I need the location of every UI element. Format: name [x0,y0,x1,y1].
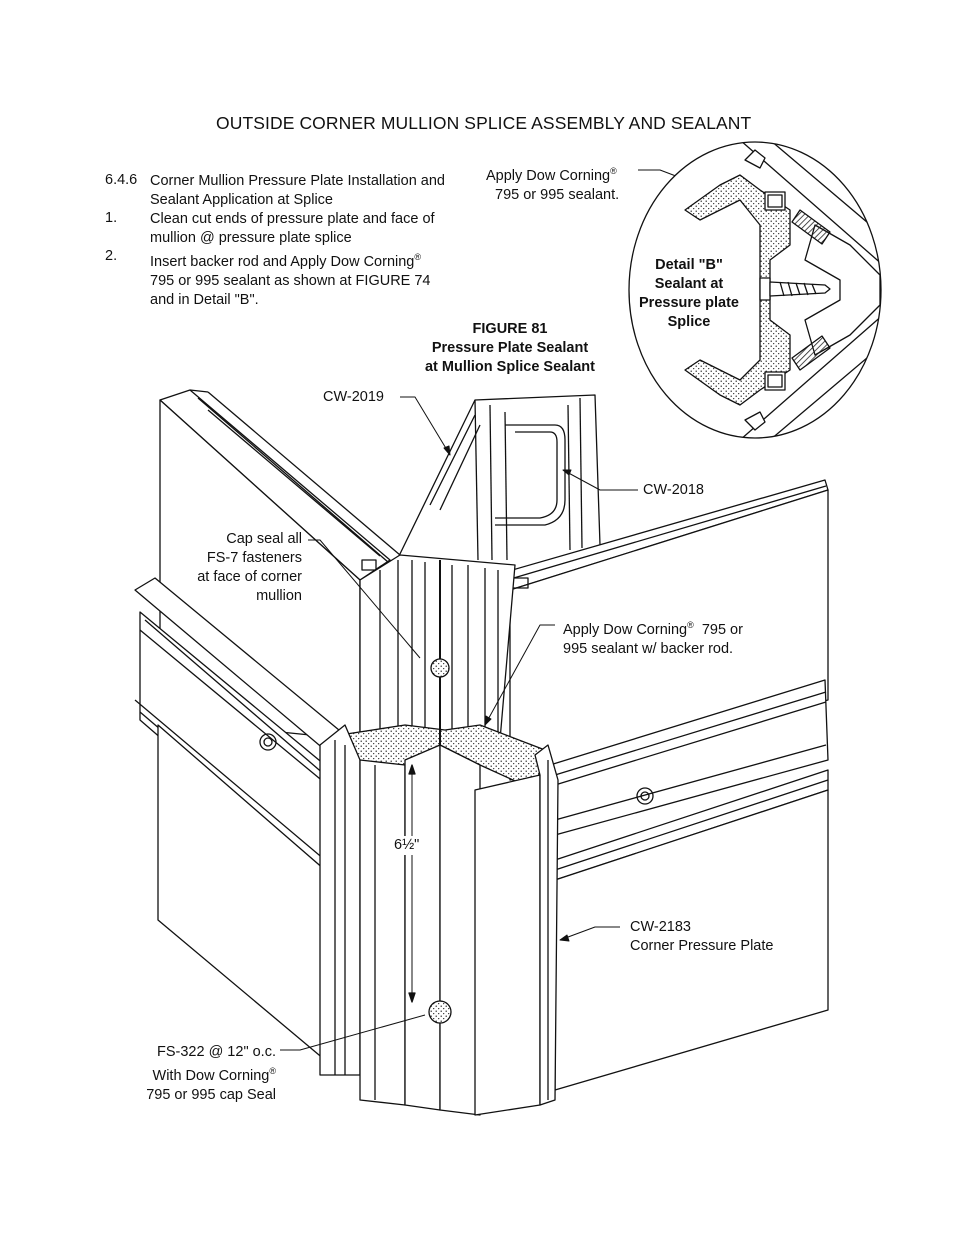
callout-cw2183: CW-2183 Corner Pressure Plate [630,918,773,956]
callout-backer-line1b: 795 or [701,621,743,638]
fs322-capseal-icon [428,1000,452,1024]
step-2-line1-text: Insert backer rod and Apply Dow Corning [150,253,415,270]
detail-b-line4: Splice [667,314,711,330]
callout-backer-line1: Apply Dow Corning [563,621,688,638]
step-1-text: Clean cut ends of pressure plate and fac… [150,210,435,248]
step-1-number: 1. [105,210,118,226]
callout-backer-line2: 995 sealant w/ backer rod. [563,640,734,657]
callout-capseal-line2: FS-7 fasteners [206,550,302,566]
detail-b-line1: Detail "B" [655,257,723,273]
figure-number: FIGURE 81 [472,321,548,337]
upper-mullion [397,394,601,571]
step-2-line3: and in Detail "B". [150,291,259,308]
callout-fs322: FS-322 @ 12" o.c. With Dow Corning® 795 … [120,1043,276,1105]
page-title: OUTSIDE CORNER MULLION SPLICE ASSEMBLY A… [216,113,752,133]
callout-fs322-line3: 795 or 995 cap Seal [146,1086,276,1103]
callout-cw2183-line1: CW-2183 [630,919,691,935]
callout-capseal-line3: at face of corner [197,569,302,585]
callout-capseal-line4: mullion [256,588,302,604]
right-horizontal [549,679,829,1091]
figure-caption-line2: Pressure Plate Sealant [431,340,589,356]
registered-mark: ® [687,620,694,630]
callout-capseal: Cap seal all FS-7 fasteners at face of c… [160,530,302,606]
callout-cw2183-line2: Corner Pressure Plate [630,938,774,954]
fs7-capseal-icon [430,658,450,678]
callout-cw2019: CW-2019 [323,389,384,405]
step-1-line2: mullion @ pressure plate splice [150,230,352,246]
callout-capseal-line1: Cap seal all [226,531,302,547]
callout-fs322-line1: FS-322 @ 12" o.c. [156,1044,276,1060]
figure-caption: FIGURE 81 Pressure Plate Sealant at Mull… [410,320,610,377]
section-heading: Corner Mullion Pressure Plate Installati… [150,172,445,210]
step-2-line2: 795 or 995 sealant as shown at FIGURE 74 [150,272,431,289]
detail-b-line2: Sealant at [654,276,724,292]
registered-mark: ® [610,166,617,176]
dimension-label: 6½" [394,836,420,855]
detail-b-label: Detail "B" Sealant at Pressure plate Spl… [630,256,748,332]
callout-detail-sealant-line2: 795 or 995 sealant. [495,186,620,203]
section-heading-line2: Sealant Application at Splice [150,192,333,208]
figure-caption-line3: at Mullion Splice Sealant [424,359,595,375]
step-2-line1: Insert backer rod and Apply Dow Corning® [150,248,431,272]
step-2-number: 2. [105,248,118,264]
section-heading-line1: Corner Mullion Pressure Plate Installati… [150,173,445,189]
step-2-text: Insert backer rod and Apply Dow Corning®… [150,248,431,310]
registered-mark: ® [269,1066,276,1076]
step-1-line1: Clean cut ends of pressure plate and fac… [150,211,435,227]
detail-b-line3: Pressure plate [639,295,739,311]
callout-detail-sealant: Apply Dow Corning® 795 or 995 sealant. [486,162,619,205]
callout-fs322-line2: With Dow Corning [152,1067,270,1084]
section-number: 6.4.6 [105,172,138,188]
registered-mark: ® [414,252,422,262]
left-frame-upper [159,389,401,741]
callout-detail-sealant-line1: Apply Dow Corning [486,167,611,184]
callout-backer-rod: Apply Dow Corning® 795 or 995 sealant w/… [563,616,743,659]
callout-cw2018: CW-2018 [643,482,704,498]
